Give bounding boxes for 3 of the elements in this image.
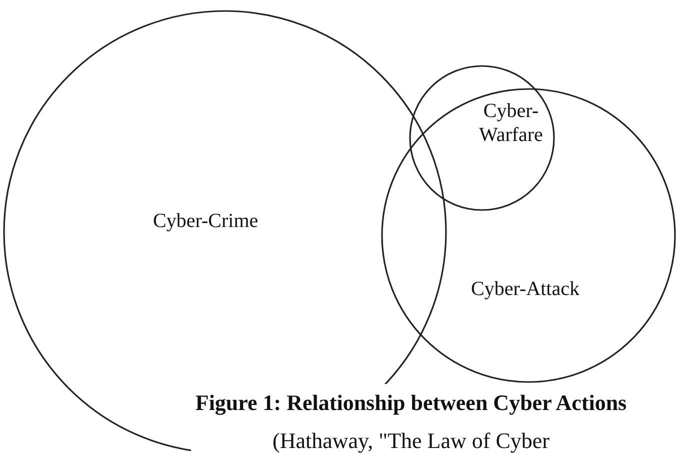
set-label: Cyber- Warfare	[478, 99, 544, 147]
set-label: Cyber-Attack	[471, 278, 580, 301]
set-label: Cyber-Crime	[153, 210, 258, 233]
